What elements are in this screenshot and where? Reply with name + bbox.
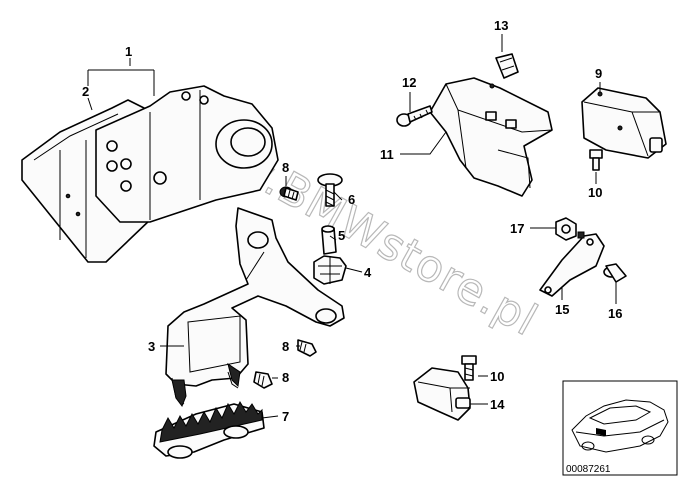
callout-7: 7 <box>282 409 289 424</box>
rubber-mount-plate[interactable] <box>153 400 265 459</box>
callout-5: 5 <box>338 228 345 243</box>
bolt-part-8-top[interactable] <box>279 186 299 201</box>
small-bracket[interactable] <box>539 233 605 297</box>
car-icon <box>571 399 669 453</box>
callout-10-top: 10 <box>588 185 602 200</box>
callout-8-low: 8 <box>282 370 289 385</box>
bolt-part-8-low[interactable] <box>253 371 273 389</box>
callout-8-mid: 8 <box>282 339 289 354</box>
callout-1: 1 <box>125 44 132 59</box>
callout-3: 3 <box>148 339 155 354</box>
bolt-part-8-mid[interactable] <box>297 339 317 357</box>
callout-9: 9 <box>595 66 602 81</box>
abs-hydraulic-unit[interactable] <box>21 85 279 263</box>
abs-bracket[interactable] <box>165 207 345 408</box>
flange-bolt[interactable] <box>603 263 627 283</box>
callout-4: 4 <box>364 265 372 280</box>
nut-part-17[interactable] <box>555 217 585 241</box>
control-module[interactable] <box>581 87 667 159</box>
callout-13: 13 <box>494 18 508 33</box>
callout-15: 15 <box>555 302 569 317</box>
callout-2: 2 <box>82 84 89 99</box>
rubber-mount[interactable] <box>313 255 347 285</box>
screw-part-6[interactable] <box>317 173 343 207</box>
vehicle-thumbnail: 00087261 <box>562 380 678 476</box>
screw-part-12[interactable] <box>396 105 433 127</box>
callout-11: 11 <box>380 147 394 162</box>
callout-17: 17 <box>510 221 524 236</box>
sensor-bracket[interactable] <box>429 77 553 197</box>
doc-number: 00087261 <box>566 464 611 475</box>
bolt-part-10-top[interactable] <box>589 149 603 171</box>
callout-8-top: 8 <box>282 160 289 175</box>
clip-nut[interactable] <box>495 53 519 79</box>
callout-10-low: 10 <box>490 369 504 384</box>
callout-14: 14 <box>490 397 505 412</box>
callouts: 1 2 3 4 5 6 7 8 8 8 9 10 10 11 12 13 14 … <box>82 18 622 424</box>
callout-6: 6 <box>348 192 355 207</box>
callout-16: 16 <box>608 306 622 321</box>
bolt-part-10-low[interactable] <box>461 355 477 381</box>
sensor-part-14[interactable] <box>413 367 471 421</box>
spacer-sleeve[interactable] <box>321 225 337 255</box>
callout-12: 12 <box>402 75 416 90</box>
leader-lines <box>87 34 617 419</box>
